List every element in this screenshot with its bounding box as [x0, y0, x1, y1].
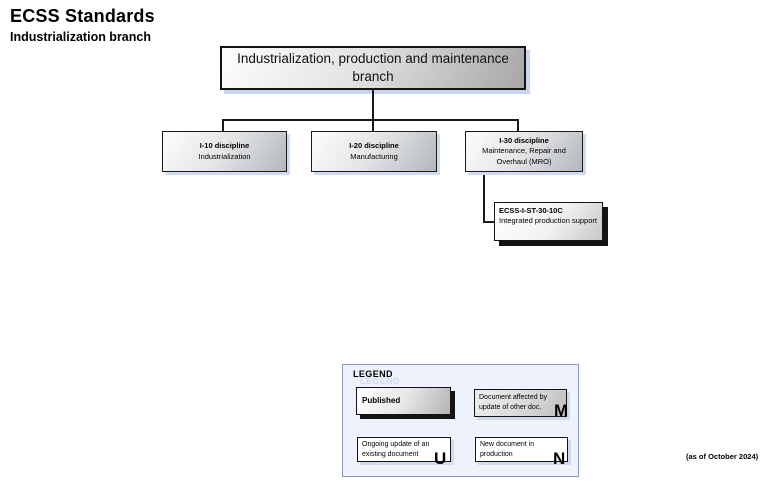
- connector-i30-doc-horizontal: [483, 221, 495, 223]
- connector-i30-doc-vertical: [483, 172, 485, 223]
- legend-item-ongoing-label: Ongoing update of an existing document: [362, 440, 430, 458]
- legend-item-ongoing: Ongoing update of an existing document: [357, 437, 451, 462]
- org-node-root-label: Industrialization, production and mainte…: [237, 51, 509, 84]
- org-node-i20-code: I-20 discipline: [349, 141, 399, 151]
- status-letter-n: N: [553, 449, 566, 468]
- doc-title: Integrated production support: [499, 216, 597, 226]
- legend-title-shadow: LEGEND: [360, 376, 400, 386]
- org-node-i20: I-20 discipline Manufacturing: [311, 131, 437, 172]
- legend-item-affected-label: Document affected by update of other doc…: [479, 394, 547, 411]
- connector-stub-i30: [517, 121, 519, 131]
- connector-root-drop: [372, 90, 374, 120]
- page-subtitle: Industrialization branch: [10, 30, 151, 44]
- status-letter-u: U: [434, 449, 447, 468]
- org-node-i30-code: I-30 discipline: [499, 136, 549, 146]
- org-node-i10-name: Industrialization: [198, 151, 251, 161]
- connector-branch-horizontal: [222, 119, 519, 121]
- connector-stub-i10: [222, 121, 224, 131]
- legend-panel: LEGEND LEGEND Published Document affecte…: [342, 364, 579, 477]
- org-node-root: Industrialization, production and mainte…: [220, 46, 526, 90]
- org-node-i30: I-30 discipline Maintenance, Repair and …: [465, 131, 583, 172]
- legend-title: LEGEND: [353, 369, 393, 379]
- org-node-i10: I-10 discipline Industrialization: [162, 131, 287, 172]
- org-node-i20-name: Manufacturing: [350, 151, 398, 161]
- doc-code: ECSS-I-ST-30-10C: [499, 206, 563, 215]
- legend-item-published-label: Published: [362, 396, 401, 406]
- page-title: ECSS Standards: [10, 6, 155, 26]
- connector-stub-i20: [372, 121, 374, 131]
- legend-item-new-label: New document in production: [480, 440, 535, 458]
- org-node-i30-name: Maintenance, Repair and Overhaul (MRO): [482, 146, 566, 166]
- org-node-i10-code: I-10 discipline: [199, 141, 250, 151]
- legend-item-new: New document in production: [475, 437, 568, 462]
- footnote: (as of October 2024): [686, 452, 759, 461]
- status-letter-m: M: [554, 401, 569, 420]
- org-node-doc-ecss-i-st-30-10c: ECSS-I-ST-30-10C Integrated production s…: [494, 202, 603, 241]
- legend-item-published: Published: [356, 387, 451, 415]
- legend-item-affected: Document affected by update of other doc…: [474, 389, 567, 417]
